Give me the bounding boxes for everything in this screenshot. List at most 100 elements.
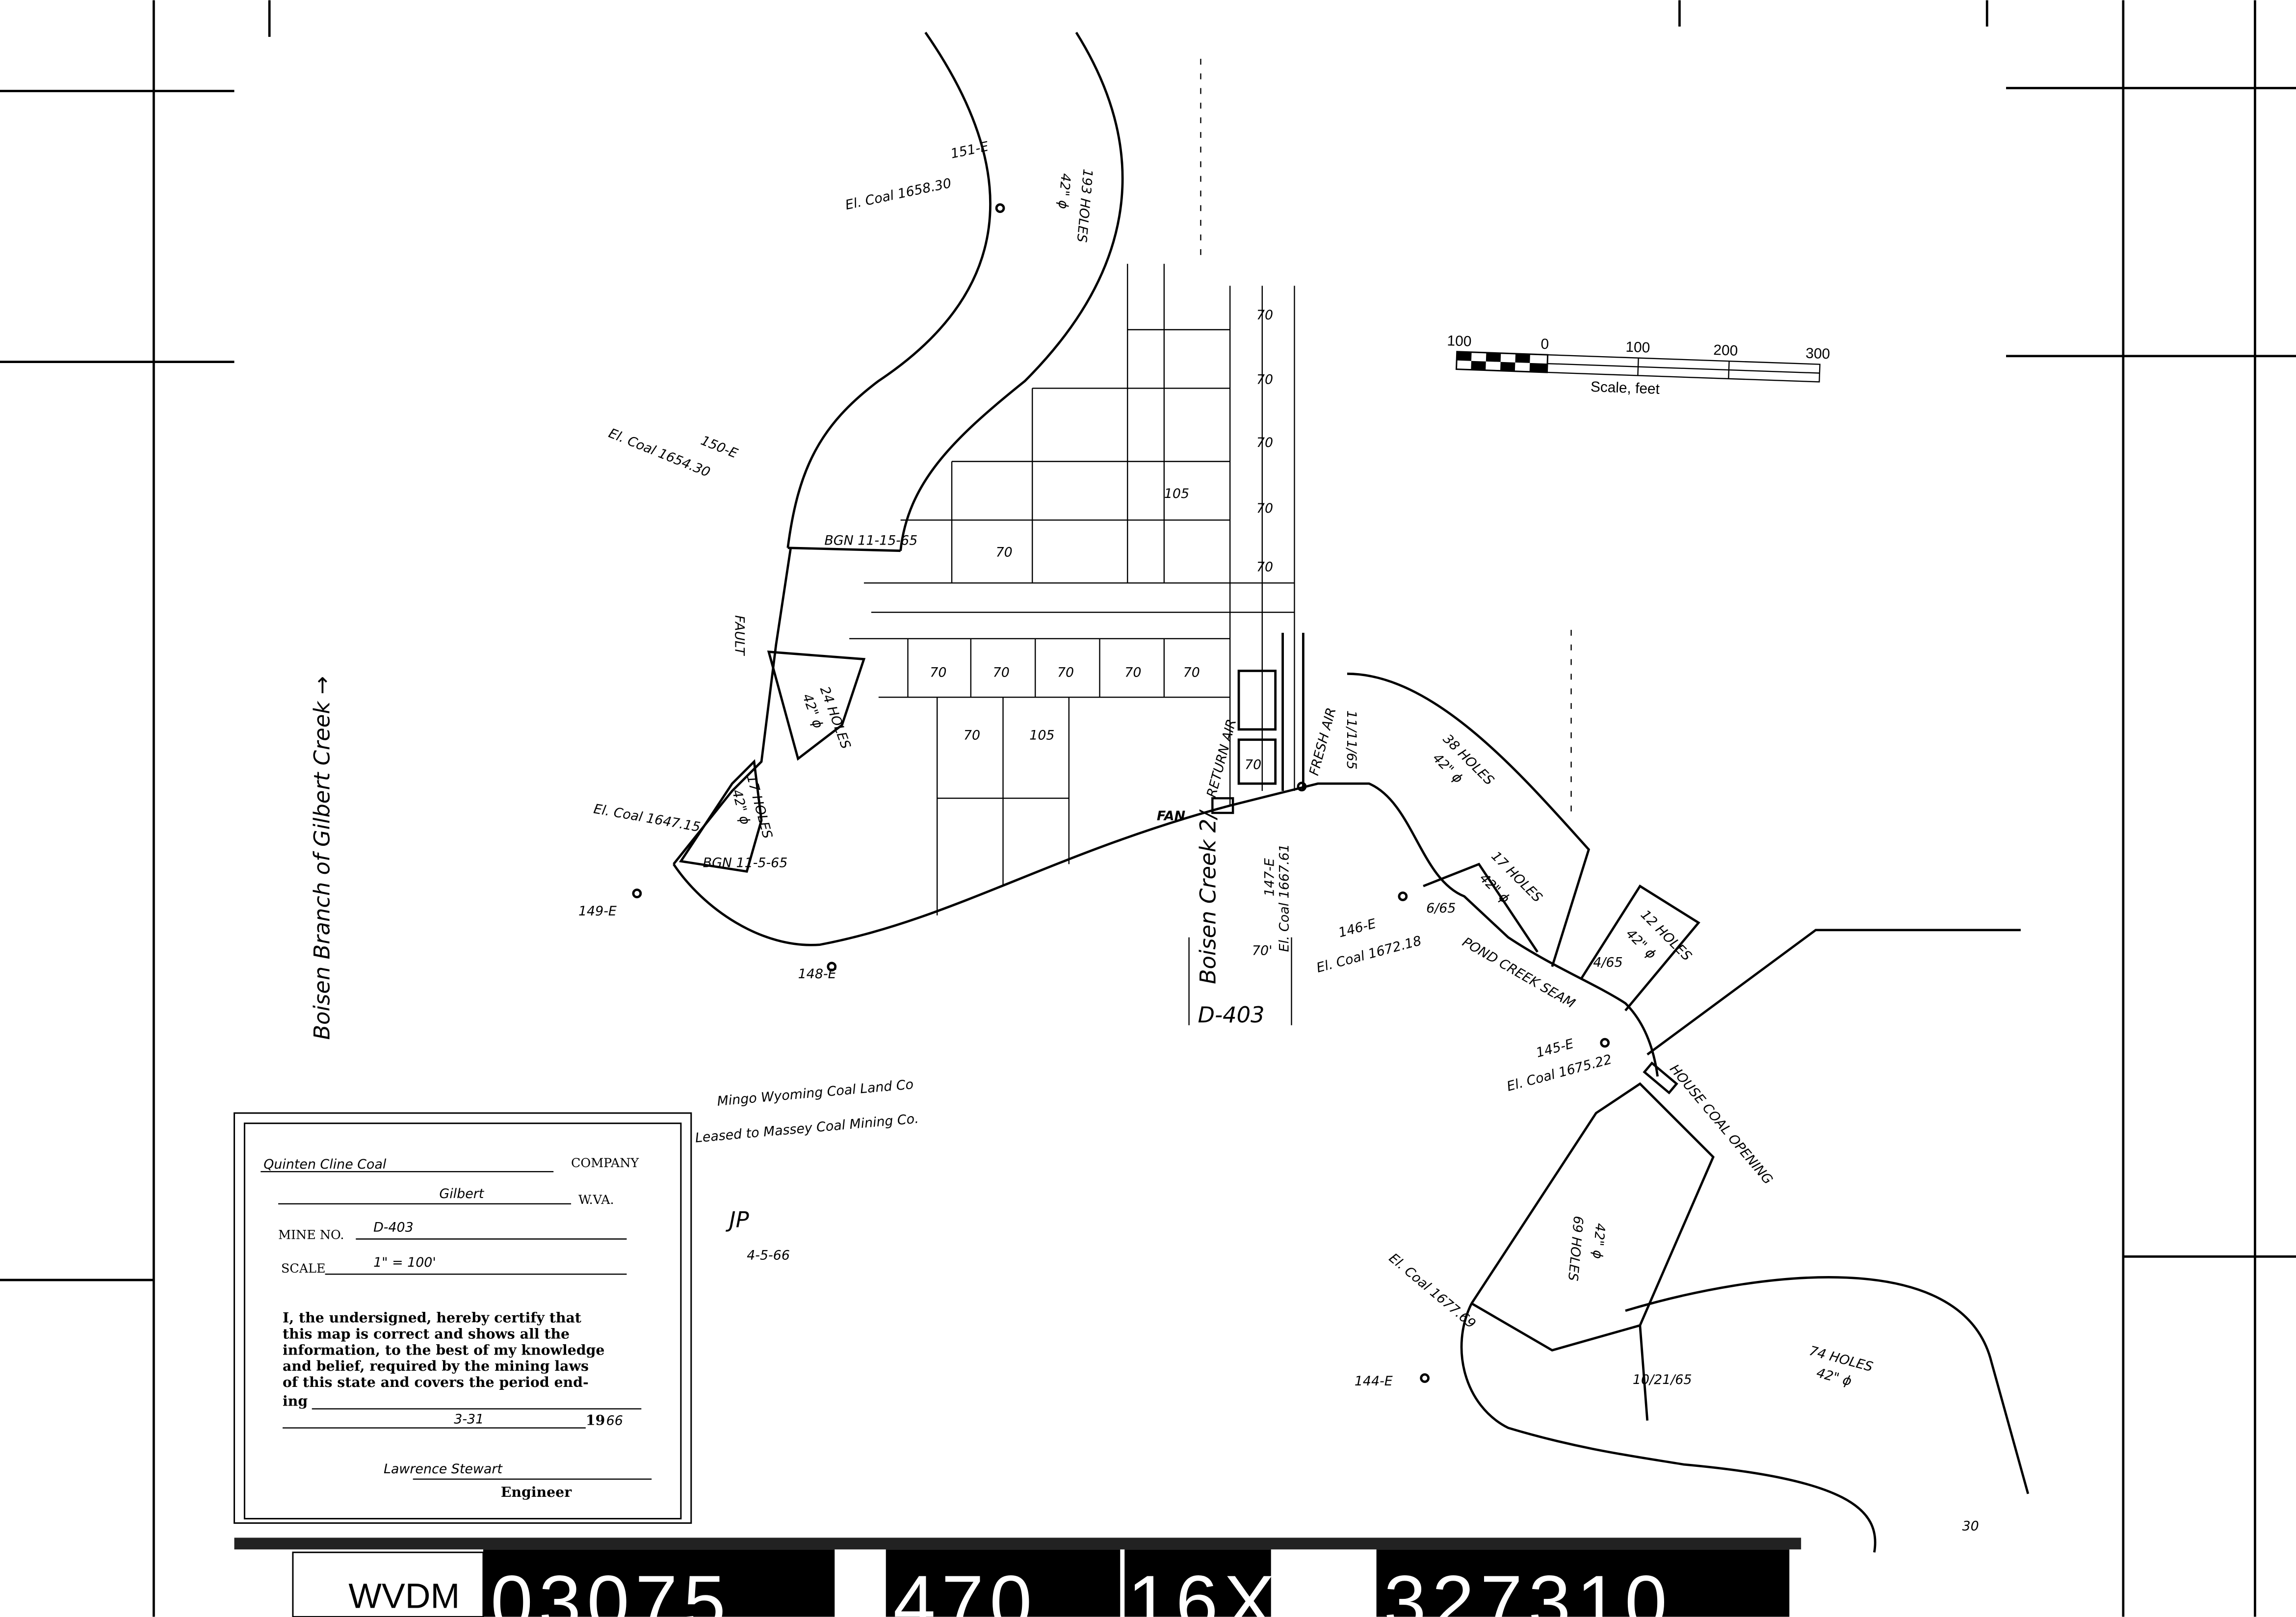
- survey-points: 151-E El. Coal 1658.30 150-E El. Coal 16…: [578, 139, 1614, 1389]
- film-code: 16X: [1127, 1560, 1280, 1617]
- room-label: 105: [1029, 728, 1054, 743]
- mine-no-label: MINE NO.: [278, 1227, 344, 1242]
- room-label: 70: [930, 665, 946, 680]
- station-elev: El. Coal 1647.15: [593, 801, 702, 835]
- scale-bar: 100 0 100 200 300 Scale, feet: [1447, 333, 1830, 397]
- station-marker: [1600, 1038, 1610, 1048]
- film-code: 327310: [1384, 1560, 1673, 1617]
- station-elev: El. Coal 1654.30: [606, 426, 712, 480]
- station-id: 144-E: [1355, 1374, 1393, 1389]
- station-elev: El. Coal 1677.69: [1386, 1251, 1479, 1331]
- return-air-label: RETURN AIR: [1204, 718, 1239, 799]
- date-label: 10/21/65: [1633, 1372, 1692, 1387]
- outcrop-band-upper: [786, 31, 1124, 552]
- film-prefix: WVDM: [348, 1577, 460, 1616]
- date-label: 4/65: [1593, 955, 1622, 970]
- fault-label: FAULT: [731, 615, 747, 656]
- fan-label: FAN: [1157, 808, 1185, 824]
- room-label: 105: [1164, 486, 1189, 501]
- house-coal-label: HOUSE COAL OPENING: [1667, 1062, 1775, 1187]
- room-label: 70: [964, 728, 980, 743]
- seam-label: POND CREEK SEAM: [1460, 935, 1577, 1012]
- holes-size: 42" ϕ: [1055, 173, 1073, 209]
- station-marker: [1398, 891, 1408, 901]
- station-marker: [1297, 782, 1307, 792]
- engineer-label: Engineer: [501, 1484, 572, 1500]
- certification-line: of this state and covers the period end-: [283, 1374, 589, 1390]
- scale-tick: 100: [1447, 333, 1472, 350]
- scale-label: SCALE: [281, 1261, 325, 1276]
- spacing-label: 70': [1252, 943, 1273, 958]
- edge-label: 30: [1962, 1518, 1979, 1534]
- scale-tick: 0: [1540, 336, 1549, 353]
- certification-line: information, to the best of my knowledge: [283, 1341, 604, 1358]
- period-date: 3-31: [454, 1412, 484, 1427]
- station-id: 151-E: [949, 139, 990, 162]
- scale-tick: 300: [1805, 345, 1830, 363]
- scale-tick: 200: [1713, 342, 1738, 359]
- room-label: 70: [996, 545, 1013, 560]
- period-year: 66: [606, 1413, 623, 1429]
- state-label: W.VA.: [578, 1192, 614, 1207]
- mine-id-label: D-403: [1198, 1002, 1264, 1028]
- station-marker: [827, 962, 837, 972]
- room-label: 70: [1245, 757, 1261, 772]
- lower-workings: HOUSE COAL OPENING 30: [1460, 1061, 2030, 1553]
- film-code: 03075: [491, 1560, 731, 1617]
- room-label: 70: [1256, 372, 1273, 387]
- film-code: 470: [893, 1560, 1038, 1617]
- room-label: 70: [1256, 308, 1273, 323]
- fresh-air-label: FRESH AIR: [1306, 706, 1339, 777]
- engineer-signature: Lawrence Stewart: [384, 1461, 503, 1477]
- period-year-prefix: 19: [586, 1412, 605, 1429]
- room-label: 70: [1256, 501, 1273, 516]
- mine-workings-grid: 70 70 70 70 70 105 70 70 70 70 70 70 70 …: [849, 58, 1572, 915]
- station-id: 145-E: [1535, 1036, 1575, 1061]
- scale-caption: Scale, feet: [1590, 379, 1660, 397]
- film-strip: WVDM 03075 470 16X 327310: [234, 1538, 1801, 1617]
- station-elev: El. Coal 1672.18: [1315, 933, 1423, 976]
- station-marker: [995, 203, 1005, 213]
- date-label: 6/65: [1426, 901, 1456, 916]
- advance-dates: BGN 11-15-65 BGN 11-5-65 10/21/65 6/65 4…: [703, 533, 1692, 1387]
- creek-label: Boisen Branch of Gilbert Creek →: [309, 676, 335, 1040]
- room-label: 70: [1183, 665, 1200, 680]
- station-marker: [632, 888, 642, 898]
- station-id: 150-E: [699, 433, 740, 462]
- boisen-creek-label: Boisen Creek 2/: [1195, 809, 1221, 984]
- location-value: Gilbert: [439, 1186, 484, 1201]
- date-label: 11/11/65: [1344, 710, 1359, 770]
- certification-line: I, the undersigned, hereby certify that: [283, 1309, 581, 1326]
- holes-count: 193 HOLES: [1074, 168, 1096, 243]
- auger-areas: 193 HOLES 42" ϕ 24 HOLES 42" ϕ 17 HOLES …: [729, 168, 1875, 1389]
- room-label: 70: [1256, 435, 1273, 450]
- station-elev: El. Coal 1675.22: [1505, 1052, 1614, 1095]
- lease-line-2: Leased to Massey Coal Mining Co.: [695, 1111, 919, 1146]
- room-label: 70: [1124, 665, 1141, 680]
- holes-size: 42" ϕ: [1590, 1223, 1608, 1259]
- company-value: Quinten Cline Coal: [263, 1157, 387, 1172]
- air-courses: RETURN AIR FRESH AIR FAN: [1157, 632, 1339, 824]
- company-label: COMPANY: [571, 1155, 639, 1170]
- certification-line: this map is correct and shows all the: [283, 1325, 570, 1342]
- station-id: 146-E: [1337, 916, 1378, 940]
- scale-value: 1" = 100': [373, 1255, 436, 1270]
- holes-count: 69 HOLES: [1565, 1215, 1586, 1281]
- initials-date: 4-5-66: [747, 1248, 790, 1263]
- station-id: 149-E: [578, 904, 617, 919]
- date-label: BGN 11-15-65: [824, 533, 917, 548]
- station-elev: El. Coal 1667.61: [1277, 844, 1292, 952]
- lease-line-1: Mingo Wyoming Coal Land Co: [716, 1077, 914, 1109]
- room-label: 70: [1057, 665, 1074, 680]
- date-label: BGN 11-5-65: [703, 855, 788, 870]
- room-label: 70: [1256, 559, 1273, 574]
- certification-line: and belief, required by the mining laws: [283, 1357, 589, 1374]
- room-label: 70: [993, 665, 1010, 680]
- scale-tick: 100: [1625, 339, 1650, 356]
- station-id: 147-E: [1262, 858, 1278, 896]
- mine-boundary: FAULT POND CREEK SEAM 11/11/65: [672, 548, 2021, 1077]
- mine-no-value: D-403: [373, 1220, 414, 1235]
- certification-line: ing: [283, 1393, 308, 1409]
